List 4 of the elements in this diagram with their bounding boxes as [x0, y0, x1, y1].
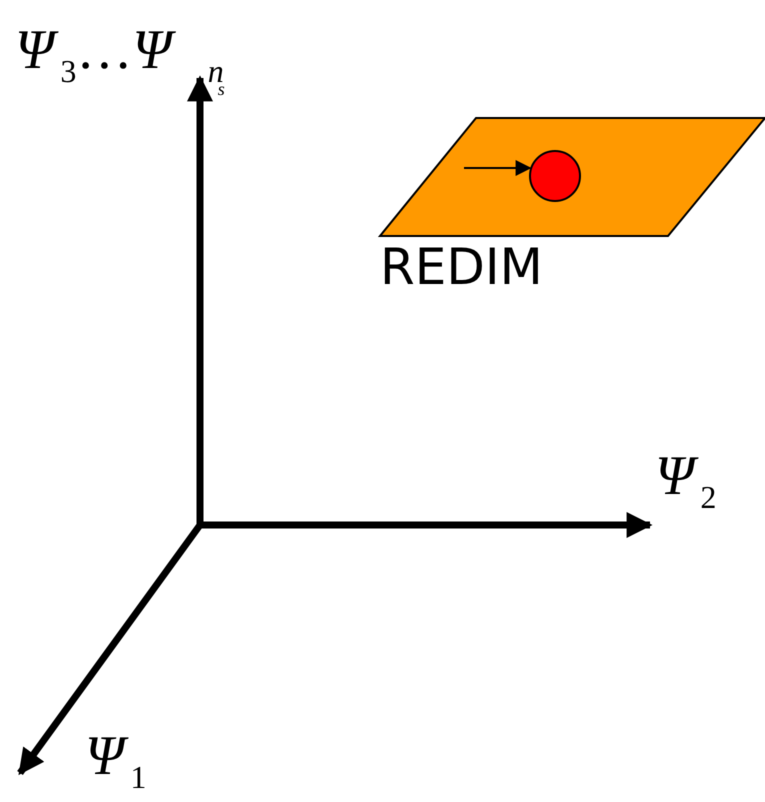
axis-label: Ψ$_{1}$: [85, 728, 146, 794]
plane-label: REDIM: [380, 242, 543, 292]
arrow: [464, 160, 532, 176]
axis-label: Ψ$_{2}$: [655, 448, 716, 514]
